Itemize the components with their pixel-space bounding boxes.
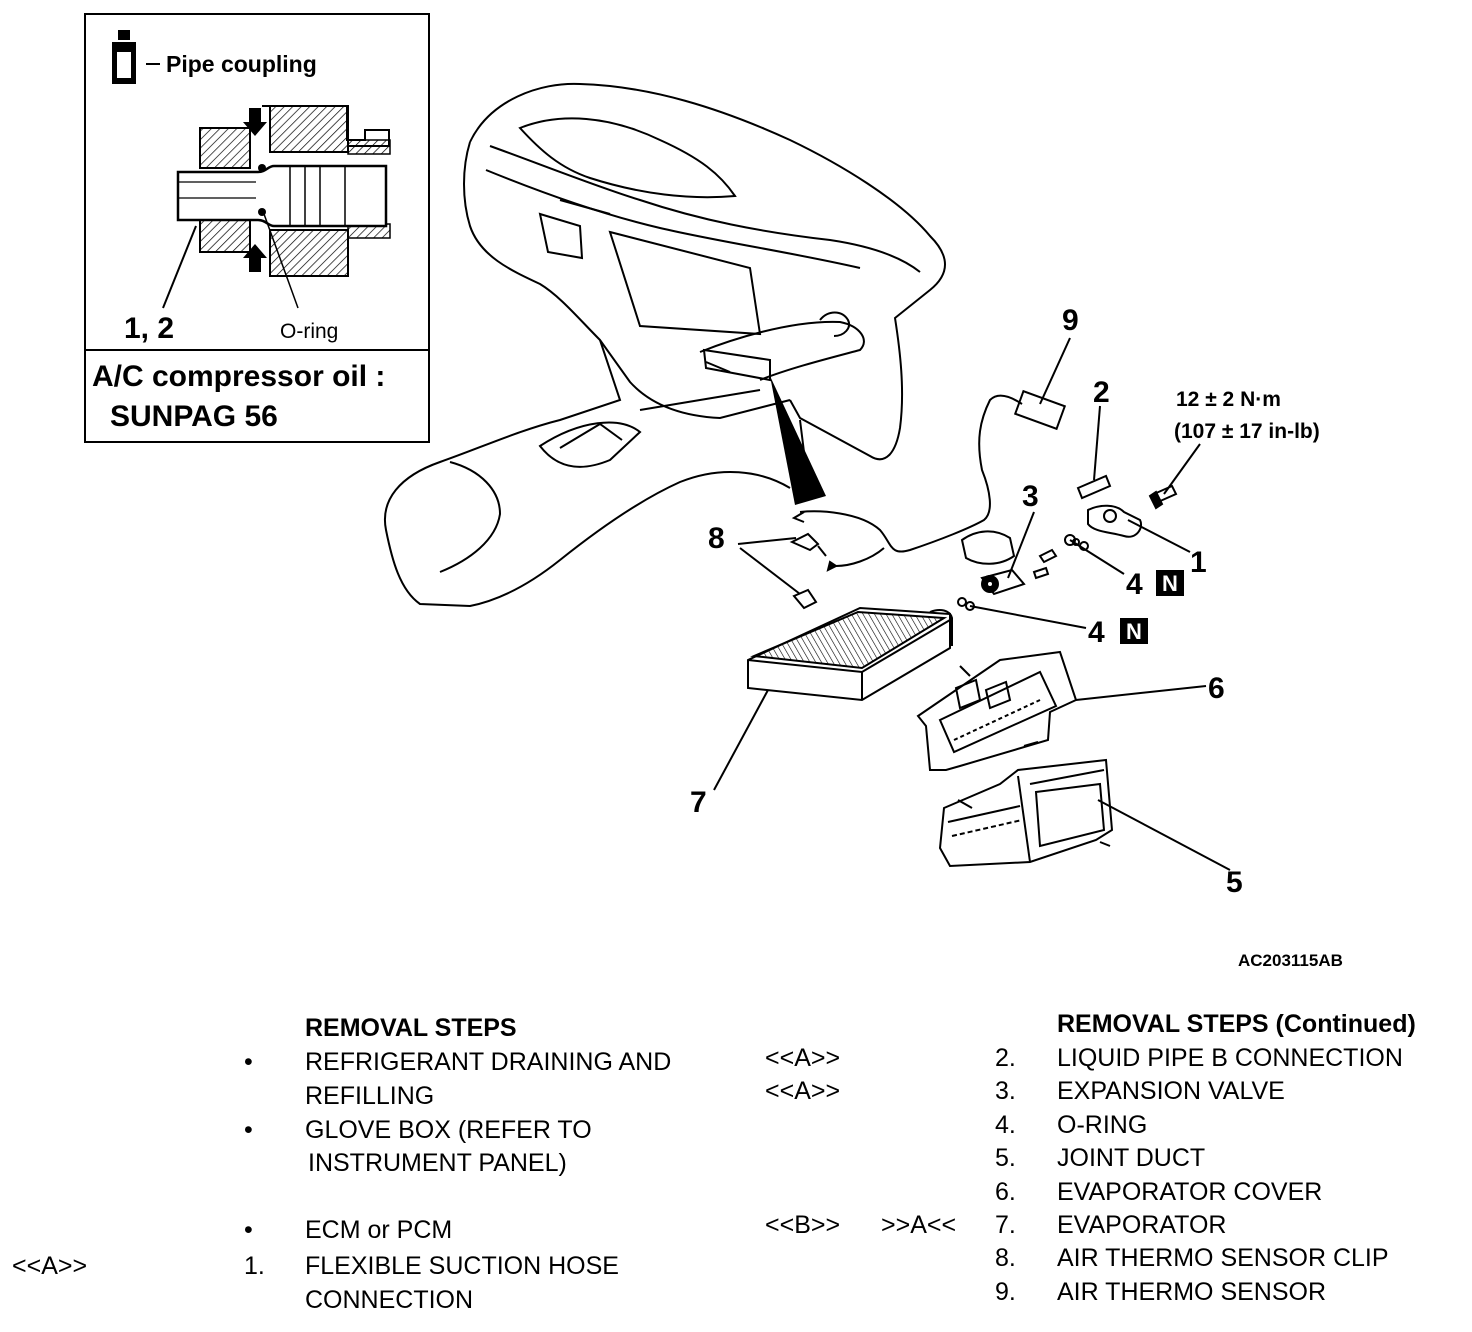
pipe-coupling-label: Pipe coupling bbox=[166, 51, 317, 77]
callout-5: 5 bbox=[1226, 866, 1243, 899]
step-label: LIQUID PIPE B CONNECTION bbox=[1057, 1044, 1403, 1072]
step-marker: • bbox=[244, 1216, 253, 1244]
joint-duct-drawing bbox=[938, 758, 1114, 868]
callout-4-lower: 4 bbox=[1088, 616, 1105, 649]
instrument-panel-drawing bbox=[384, 82, 946, 608]
torque-spec-line2: (107 ± 17 in-lb) bbox=[1174, 420, 1320, 443]
inset-part-ref: 1, 2 bbox=[124, 312, 174, 345]
expansion-valve-drawing bbox=[980, 568, 1026, 596]
step-label: FLEXIBLE SUCTION HOSE bbox=[305, 1252, 619, 1280]
step-label: EVAPORATOR bbox=[1057, 1211, 1227, 1239]
callout-6: 6 bbox=[1208, 672, 1225, 705]
step-number: 9. bbox=[995, 1277, 1016, 1306]
step-label-cont: INSTRUMENT PANEL) bbox=[308, 1149, 567, 1177]
step-number: 8. bbox=[995, 1244, 1016, 1273]
step-number: 7. bbox=[995, 1211, 1016, 1239]
step-label: AIR THERMO SENSOR bbox=[1057, 1277, 1327, 1306]
evaporator-drawing bbox=[747, 606, 953, 702]
step-label: JOINT DUCT bbox=[1057, 1144, 1206, 1173]
step-tag-secondary: >>A<< bbox=[881, 1211, 957, 1239]
step-number: 6. bbox=[995, 1177, 1016, 1206]
step-label: REFRIGERANT DRAINING AND bbox=[305, 1048, 672, 1076]
step-marker: • bbox=[244, 1116, 253, 1144]
coupling-section-drawing bbox=[162, 105, 391, 309]
evaporator-cover-drawing bbox=[916, 650, 1078, 771]
removal-steps-continued-title: REMOVAL STEPS (Continued) bbox=[1057, 1010, 1416, 1038]
callout-1: 1 bbox=[1190, 546, 1207, 579]
figure-code: AC203115AB bbox=[1238, 951, 1343, 970]
svg-text:N: N bbox=[1126, 619, 1142, 644]
new-part-badge-upper: N bbox=[1156, 570, 1184, 596]
torque-spec-line1: 12 ± 2 N·m bbox=[1176, 388, 1281, 411]
step-tag: <<B>> bbox=[765, 1211, 841, 1239]
step-number: 4. bbox=[995, 1110, 1016, 1139]
removal-steps-right: REMOVAL STEPS (Continued) <<A>> 2. LIQUID … bbox=[740, 1008, 1470, 1308]
step-number: 5. bbox=[995, 1144, 1016, 1173]
callout-8: 8 bbox=[708, 522, 725, 555]
step-marker: • bbox=[244, 1048, 253, 1076]
air-thermo-sensor-clips bbox=[737, 532, 827, 610]
new-part-badge-lower: N bbox=[1120, 618, 1148, 644]
air-thermo-sensor-drawing bbox=[791, 389, 1067, 572]
step-label-cont: REFILLING bbox=[305, 1082, 435, 1110]
svg-text:N: N bbox=[1162, 571, 1178, 596]
step-label: GLOVE BOX (REFER TO bbox=[305, 1116, 592, 1144]
oil-spec-line2: SUNPAG 56 bbox=[110, 400, 278, 433]
step-number: 2. bbox=[995, 1044, 1016, 1072]
step-label: EVAPORATOR COVER bbox=[1057, 1177, 1323, 1206]
step-number: 1. bbox=[244, 1252, 265, 1280]
step-tag: <<A>> bbox=[12, 1252, 88, 1280]
pipe-coupling-inset: Pipe coupling 1, 2 bbox=[84, 13, 430, 443]
oring-label: O-ring bbox=[280, 320, 338, 343]
oil-spec-line1: A/C compressor oil : bbox=[92, 360, 385, 393]
leader-lines bbox=[713, 337, 1231, 871]
step-tag: <<A>> bbox=[765, 1044, 841, 1072]
step-label: AIR THERMO SENSOR CLIP bbox=[1057, 1244, 1389, 1273]
removal-steps-title: REMOVAL STEPS bbox=[305, 1014, 517, 1042]
exploded-diagram: Pipe coupling 1, 2 bbox=[84, 13, 1343, 970]
callout-3: 3 bbox=[1022, 480, 1039, 513]
callout-9: 9 bbox=[1062, 304, 1079, 337]
step-number: 3. bbox=[995, 1077, 1016, 1106]
step-label: O-RING bbox=[1057, 1110, 1148, 1139]
step-label: EXPANSION VALVE bbox=[1057, 1077, 1285, 1106]
step-label-cont: CONNECTION bbox=[305, 1286, 474, 1314]
liquid-pipe-and-hose-drawing bbox=[1032, 474, 1178, 580]
callout-4-upper: 4 bbox=[1126, 568, 1143, 601]
callout-2: 2 bbox=[1093, 376, 1110, 409]
location-pointer bbox=[770, 376, 826, 505]
step-tag: <<A>> bbox=[765, 1077, 841, 1106]
step-label: ECM or PCM bbox=[305, 1216, 453, 1244]
removal-steps-left: REMOVAL STEPS • REFRIGERANT DRAINING AND… bbox=[0, 1012, 740, 1322]
callout-7: 7 bbox=[690, 786, 707, 819]
oil-bottle-icon bbox=[112, 30, 136, 84]
